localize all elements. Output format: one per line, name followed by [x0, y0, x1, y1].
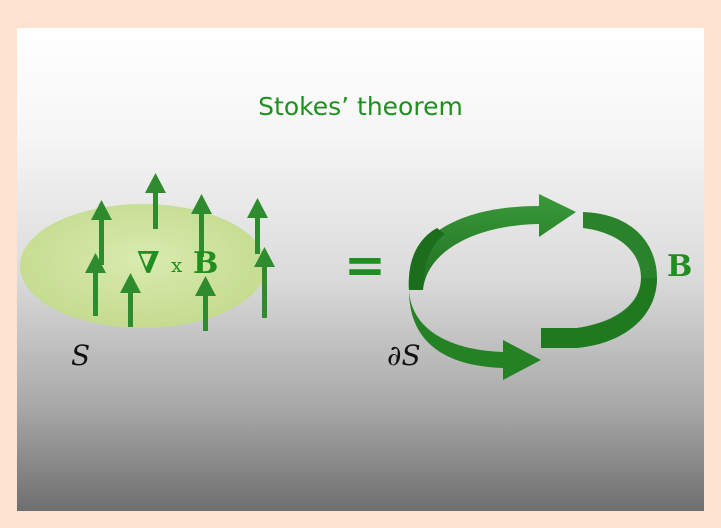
curl-field-label: B: [193, 246, 218, 281]
loop-left-band: [409, 228, 445, 290]
surface-label: S: [71, 339, 90, 372]
stokes-diagram: ∇ x B S = ∂S B: [17, 28, 704, 511]
loop-lower-band: [409, 290, 541, 380]
field-label: B: [667, 249, 692, 284]
nabla-symbol: ∇: [137, 246, 160, 281]
boundary-label: ∂S: [387, 339, 421, 372]
equals-sign: =: [344, 236, 386, 294]
slide: Stokes’ theorem: [17, 28, 704, 511]
boundary-loop: [409, 194, 657, 380]
cross-symbol: x: [171, 253, 183, 277]
